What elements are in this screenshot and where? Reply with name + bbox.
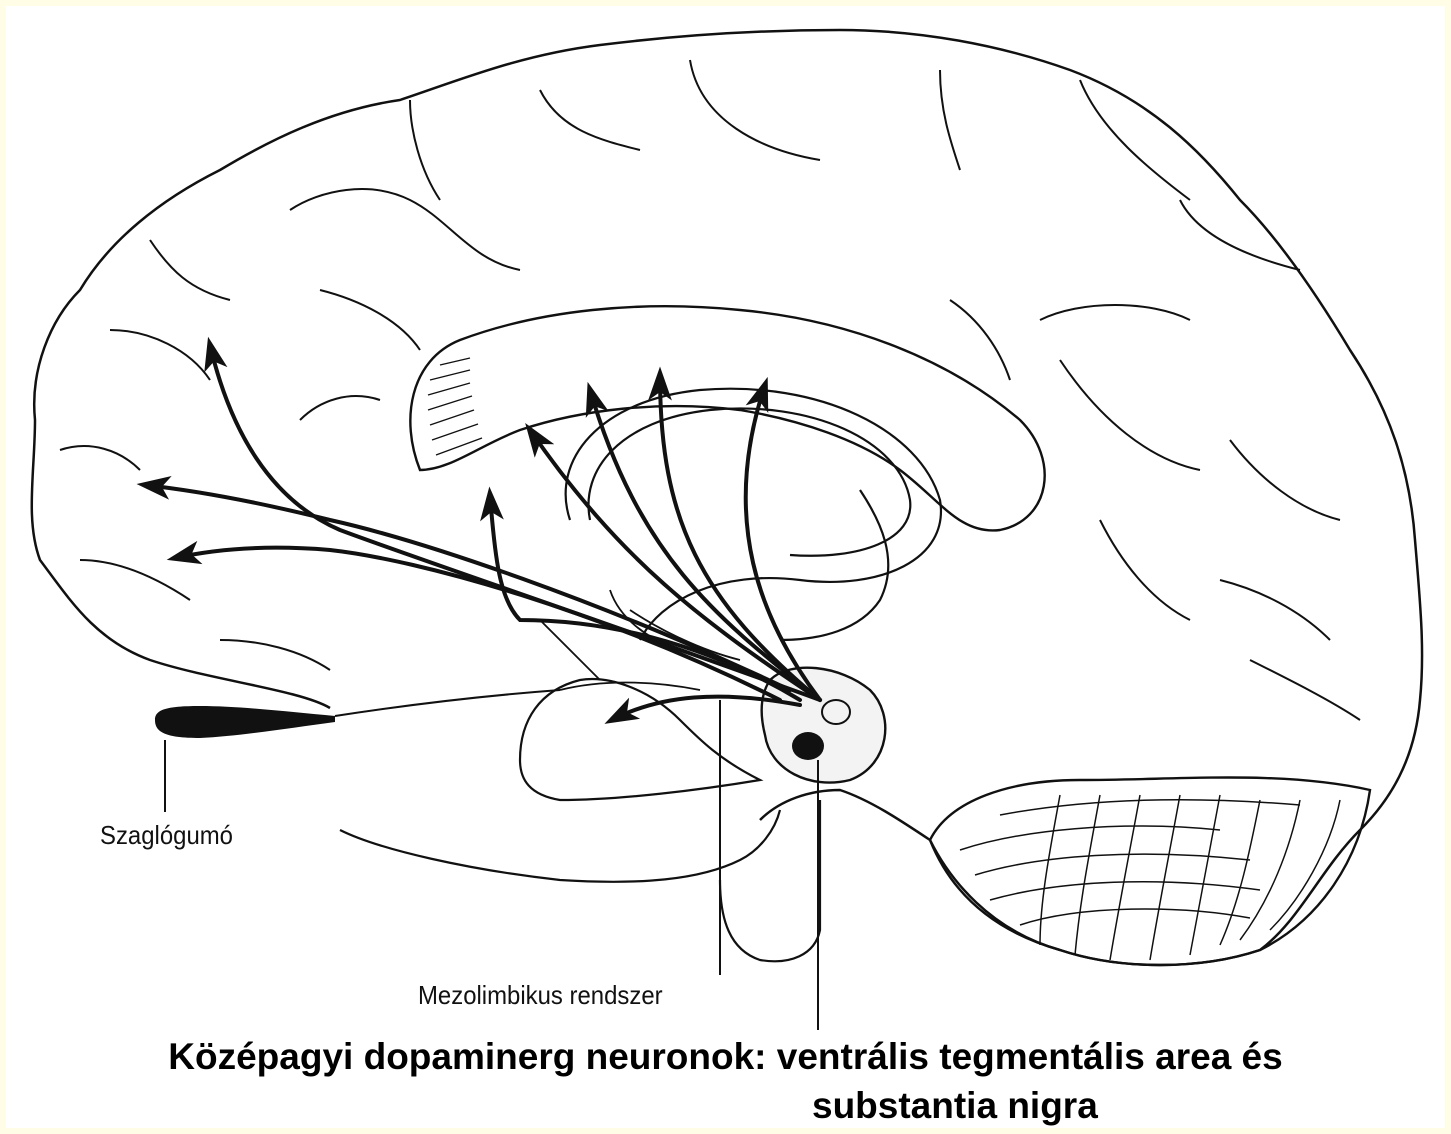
dopamine-projections — [145, 345, 820, 720]
projection-arrow-prefrontal-top — [210, 345, 820, 700]
ventral-tegmental-area — [792, 732, 824, 760]
cerebellum — [930, 778, 1370, 966]
brain-outline — [32, 30, 1422, 965]
mesolimbic-system-label: Mezolimbikus rendszer — [418, 980, 663, 1011]
corpus-callosum — [410, 306, 1044, 530]
brainstem — [720, 800, 820, 961]
olfactory-tubercle-label: Szaglógumó — [100, 820, 233, 851]
callosum-hatching — [428, 358, 482, 455]
caption-line-2: substantia nigra — [812, 1085, 1098, 1127]
projection-arrow-cingulate-4 — [746, 385, 820, 700]
olfactory-tract — [335, 690, 560, 716]
temporal-base — [340, 810, 780, 882]
caption-line-1: Középagyi dopaminerg neuronok: ventrális… — [0, 1036, 1451, 1078]
projection-arrow-prefrontal-low — [175, 548, 780, 700]
olfactory-bulb — [155, 706, 335, 738]
